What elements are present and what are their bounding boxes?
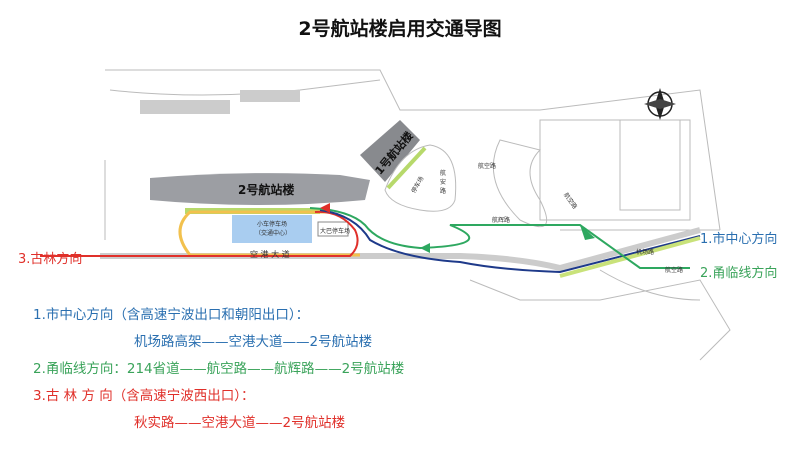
- arrow-icon: [420, 243, 430, 253]
- road-jichang: 机场路: [636, 249, 655, 256]
- car-park-sub-label: （交通中心）: [255, 230, 292, 237]
- terminal-2-building: [150, 173, 370, 205]
- legend-gulin-route: 秋实路——空港大道——2号航站楼: [134, 415, 346, 431]
- road-hangkong-top: 航空路: [478, 163, 497, 170]
- arrow-icon: [580, 225, 595, 240]
- legend-yonglin-heading: 2.甬临线方向：214省道——航空路——航辉路——2号航站楼: [33, 361, 405, 377]
- route-gulin: [40, 210, 359, 257]
- konggang-road: [100, 227, 701, 272]
- loop-road: [178, 210, 360, 257]
- route-city: [319, 209, 701, 274]
- legend-city-route: 机场路高架——空港大道——2号航站楼: [134, 334, 373, 350]
- terminal-2-label: 2号航站楼: [238, 183, 295, 197]
- bus-park: [317, 221, 349, 237]
- direction-city: 1.市中心方向: [700, 232, 778, 247]
- direction-gulin: 3.古林方向: [18, 252, 83, 267]
- direction-yonglin: 2.甬临线方向: [700, 266, 778, 281]
- parking-area: [384, 144, 457, 212]
- bus-park-label: 大巴停车场: [320, 228, 351, 235]
- route-yonglin: [309, 207, 690, 269]
- compass-icon: [644, 88, 676, 120]
- road-hangkong-bottom: 航空路: [665, 267, 684, 274]
- car-park-label: 小车停车场: [257, 221, 288, 228]
- car-park: [232, 215, 312, 243]
- jichang-road-highlight: [559, 236, 701, 278]
- drop-off-lane: [386, 146, 427, 190]
- arrow-icon: [320, 203, 330, 213]
- road-hangan: 航安路: [440, 170, 447, 195]
- road-hanghui: 航辉路: [492, 217, 511, 224]
- legend-gulin-heading: 3.古 林 方 向（含高速宁波西出口）：: [33, 388, 255, 404]
- legend-city-heading: 1.市中心方向（含高速宁波出口和朝阳出口）：: [33, 307, 310, 323]
- road-konggang: 空 港 大 道: [250, 250, 290, 259]
- page-title: 2号航站楼启用交通导图: [298, 18, 502, 40]
- terminal-1-building: [360, 120, 420, 182]
